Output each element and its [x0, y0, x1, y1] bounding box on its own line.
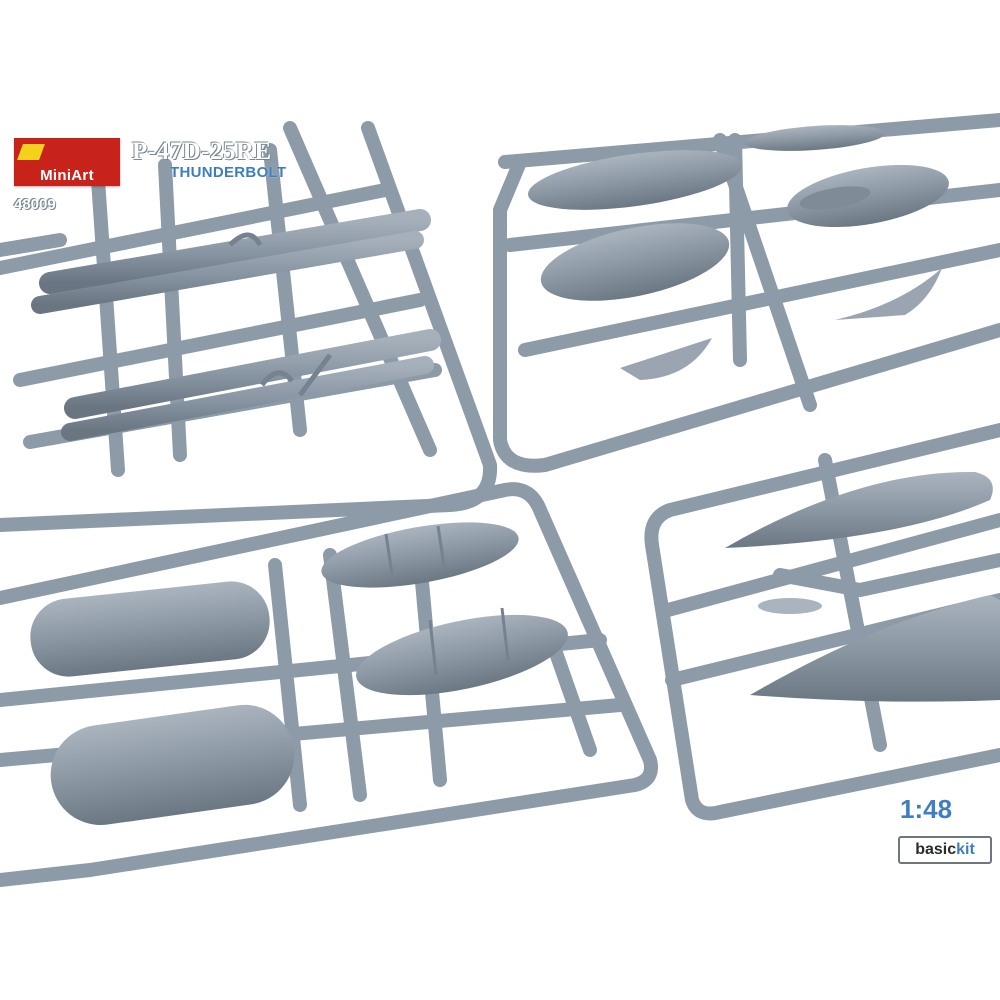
kit-title: P-47D-25RE	[132, 138, 272, 165]
logo-stripe	[17, 144, 45, 160]
badge-word-kit: kit	[956, 841, 975, 858]
pod-parts-top	[527, 125, 949, 380]
kit-number: 48009	[14, 196, 56, 213]
miniart-logo: MiniArt	[14, 138, 120, 186]
kit-subtitle: THUNDERBOLT	[170, 164, 287, 181]
fairing-parts	[725, 471, 1000, 702]
sprue-frame-hoses	[0, 121, 498, 532]
logo-text: MiniArt	[40, 167, 94, 184]
basic-kit-badge: basickit	[898, 836, 992, 864]
scale-label: 1:48	[900, 794, 953, 824]
hose-parts	[31, 209, 441, 441]
badge-word-basic: basic	[915, 841, 957, 858]
tank-parts	[30, 522, 568, 826]
